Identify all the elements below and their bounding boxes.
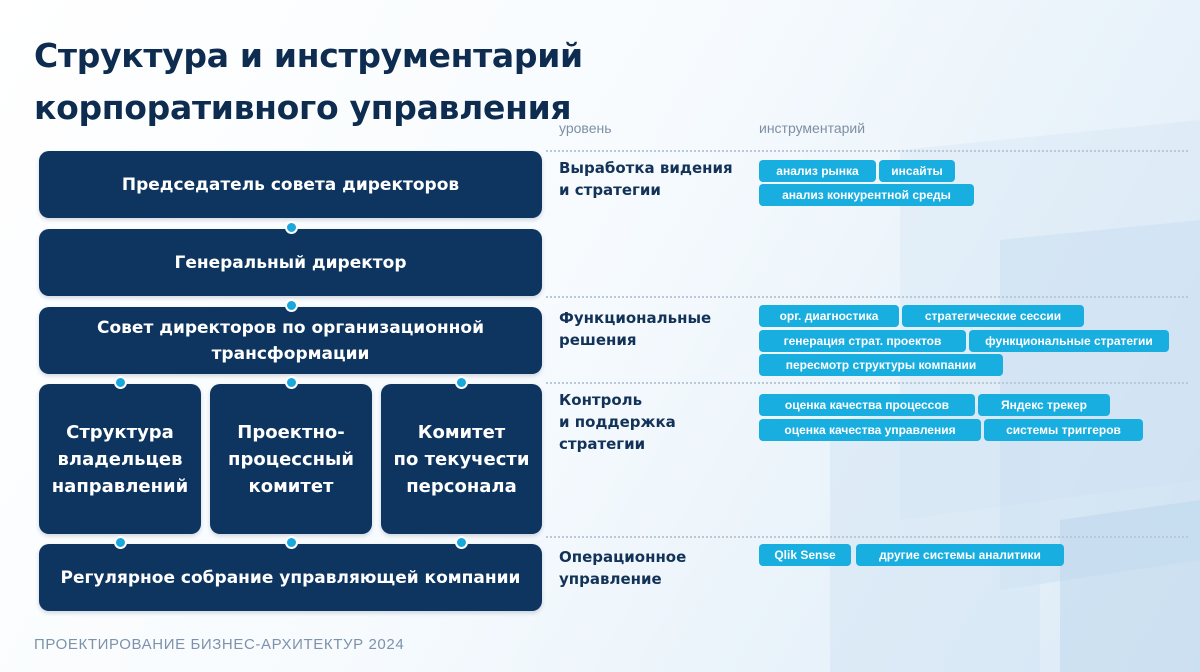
tool-chip: стратегические сессии [902,305,1084,327]
tool-chip: инсайты [879,160,955,182]
turnover-committee-line-3: персонала [406,475,517,497]
turnover-committee-box: Комитет по текучести персонала [381,384,542,534]
level-line: стратегии [559,435,646,453]
project-committee-line-3: комитет [248,475,334,497]
owners-structure-line-2: владельцев [57,448,183,470]
owners-structure-line-1: Структура [66,421,174,443]
separator-line [546,382,1188,384]
turnover-committee-line-2: по текучести [393,448,530,470]
connector-dot [285,221,298,234]
transformation-board-line-1: Совет директоров по организационной [97,317,484,338]
separator-line [546,296,1188,298]
level-line: Контроль [559,391,643,409]
chairman-label: Председатель совета директоров [121,174,460,195]
connector-dot [114,536,127,549]
level-line: и поддержка [559,413,676,431]
project-committee-box: Проектно- процессный комитет [210,384,372,534]
transformation-board-box: Совет директоров по организационной тран… [39,307,542,374]
column-header-tools: инструментарий [759,120,866,136]
tool-chip: системы триггеров [984,419,1143,441]
owners-structure-line-3: направлений [51,475,189,497]
separator-line [546,150,1188,152]
level-vision-strategy: Выработка видения и стратегии [559,157,739,201]
tool-chip: анализ конкурентной среды [759,184,974,206]
connector-dot [455,376,468,389]
footer-caption: ПРОЕКТИРОВАНИЕ БИЗНЕС-АРХИТЕКТУР 2024 [34,636,405,653]
tool-chip: орг. диагностика [759,305,899,327]
tool-chip: Яндекс трекер [978,394,1110,416]
tool-chip: анализ рынка [759,160,876,182]
tool-chip: генерация страт. проектов [759,330,966,352]
connector-dot [285,376,298,389]
level-control-support: Контроль и поддержка стратегии [559,389,739,455]
page-title: Структура и инструментарий корпоративног… [34,36,583,127]
project-committee-line-1: Проектно- [237,421,345,443]
column-header-level: уровень [559,120,612,136]
tool-chip: оценка качества процессов [759,394,975,416]
ceo-box: Генеральный директор [39,229,542,296]
transformation-board-line-2: трансформации [211,343,370,364]
level-line: и стратегии [559,181,661,199]
regular-meeting-box: Регулярное собрание управляющей компании [39,544,542,611]
connector-dot [455,536,468,549]
regular-meeting-label: Регулярное собрание управляющей компании [60,567,521,588]
level-line: Выработка видения [559,159,733,177]
connector-dot [114,376,127,389]
turnover-committee-line-1: Комитет [417,421,506,443]
tool-chip: пересмотр структуры компании [759,354,1003,376]
level-line: решения [559,331,637,349]
level-line: Функциональные [559,309,712,327]
level-line: управление [559,570,662,588]
level-functional-decisions: Функциональные решения [559,307,739,351]
project-committee-line-2: процессный [228,448,354,470]
tool-chip: другие системы аналитики [856,544,1064,566]
separator-line [546,536,1188,538]
level-operational-management: Операционное управление [559,546,739,590]
level-line: Операционное [559,548,687,566]
tool-chip: функциональные стратегии [969,330,1169,352]
connector-dot [285,299,298,312]
tool-chip: оценка качества управления [759,419,981,441]
tool-chip-qlik-sense: Qlik Sense [759,544,851,566]
owners-structure-box: Структура владельцев направлений [39,384,201,534]
connector-dot [285,536,298,549]
chairman-box: Председатель совета директоров [39,151,542,218]
ceo-label: Генеральный директор [174,252,407,273]
